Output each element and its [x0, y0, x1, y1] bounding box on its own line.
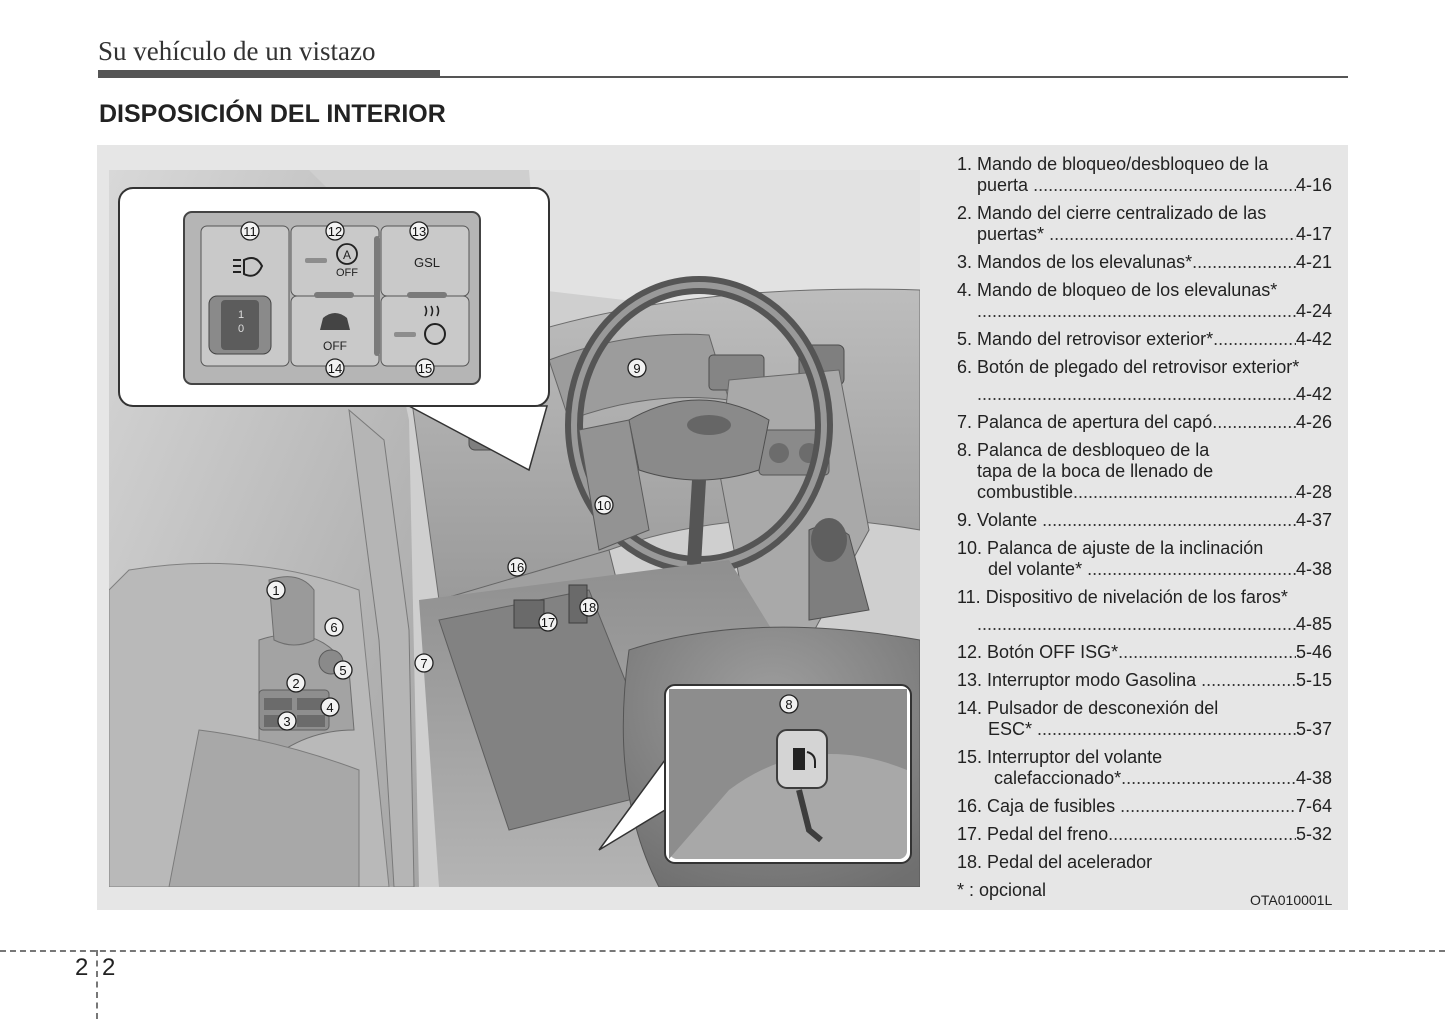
callout-14: 14 [328, 361, 342, 376]
esc-off-label: OFF [323, 339, 347, 353]
callout-2: 2 [292, 676, 299, 691]
header-rule-thick [98, 70, 440, 78]
isg-symbol: A [343, 248, 351, 262]
callout-16: 16 [510, 560, 524, 575]
list-item-14: 14. Pulsador de desconexión del ESC* 5-3… [957, 698, 1332, 740]
list-item-11: 11. Dispositivo de nivelación de los far… [957, 587, 1332, 635]
list-item-10: 10. Palanca de ajuste de la inclinación … [957, 538, 1332, 580]
optional-note: * : opcional [957, 880, 1047, 900]
footer-dashed-rule [0, 950, 1445, 952]
dial-label-1: 1 [238, 309, 244, 321]
list-item-9: 9. Volante 4-37 [957, 510, 1332, 531]
page-number: 2 [102, 954, 116, 981]
gsl-label: GSL [414, 255, 440, 270]
callout-10: 10 [597, 498, 611, 513]
list-item-18: 18. Pedal del acelerador [957, 852, 1153, 872]
figure-code: OTA010001L [1250, 892, 1333, 908]
list-item-2: 2. Mando del cierre centralizado de las … [957, 203, 1332, 245]
section-title: DISPOSICIÓN DEL INTERIOR [99, 100, 446, 128]
list-item-3: 3. Mandos de los elevalunas*4-21 [957, 252, 1332, 273]
interior-illustration: 1 0 A OFF GSL OFF [109, 170, 920, 887]
callout-8: 8 [785, 697, 792, 712]
running-header: Su vehículo de un vistazo [98, 36, 376, 66]
fuel-release-inset [598, 684, 912, 864]
callout-3: 3 [283, 714, 290, 729]
list-item-8: 8. Palanca de desbloqueo de la tapa de l… [957, 440, 1332, 503]
callout-1: 1 [272, 583, 279, 598]
footer-dashed-divider [96, 950, 98, 1019]
list-item-5: 5. Mando del retrovisor exterior*4-42 [957, 329, 1332, 350]
component-list: 1. Mando de bloqueo/desbloqueo de la pue… [957, 154, 1332, 901]
header-rule-thin [440, 76, 1348, 78]
callout-18: 18 [582, 600, 596, 615]
list-item-15: 15. Interruptor del volante calefacciona… [957, 747, 1332, 789]
dial-label-0: 0 [238, 323, 244, 335]
callout-17: 17 [541, 615, 555, 630]
callout-6: 6 [330, 620, 337, 635]
list-item-6: 6. Botón de plegado del retrovisor exter… [957, 357, 1332, 405]
callout-4: 4 [326, 700, 333, 715]
callout-15: 15 [418, 361, 432, 376]
list-item-7: 7. Palanca de apertura del capó4-26 [957, 412, 1332, 433]
list-item-16: 16. Caja de fusibles 7-64 [957, 796, 1332, 817]
switch-panel-inset: 1 0 A OFF GSL OFF [118, 187, 550, 472]
list-item-4: 4. Mando de bloqueo de los elevalunas* 4… [957, 280, 1332, 322]
callout-9: 9 [633, 361, 640, 376]
callout-13: 13 [412, 224, 426, 239]
list-item-13: 13. Interruptor modo Gasolina 5-15 [957, 670, 1332, 691]
callout-5: 5 [339, 663, 346, 678]
callout-11: 11 [243, 224, 257, 239]
list-item-17: 17. Pedal del freno5-32 [957, 824, 1332, 845]
list-item-12: 12. Botón OFF ISG*5-46 [957, 642, 1332, 663]
list-item-1: 1. Mando de bloqueo/desbloqueo de la pue… [957, 154, 1332, 196]
page-number-chapter: 2 [75, 954, 89, 981]
callout-12: 12 [328, 224, 342, 239]
isg-off-label: OFF [336, 267, 358, 279]
callout-7: 7 [420, 656, 427, 671]
